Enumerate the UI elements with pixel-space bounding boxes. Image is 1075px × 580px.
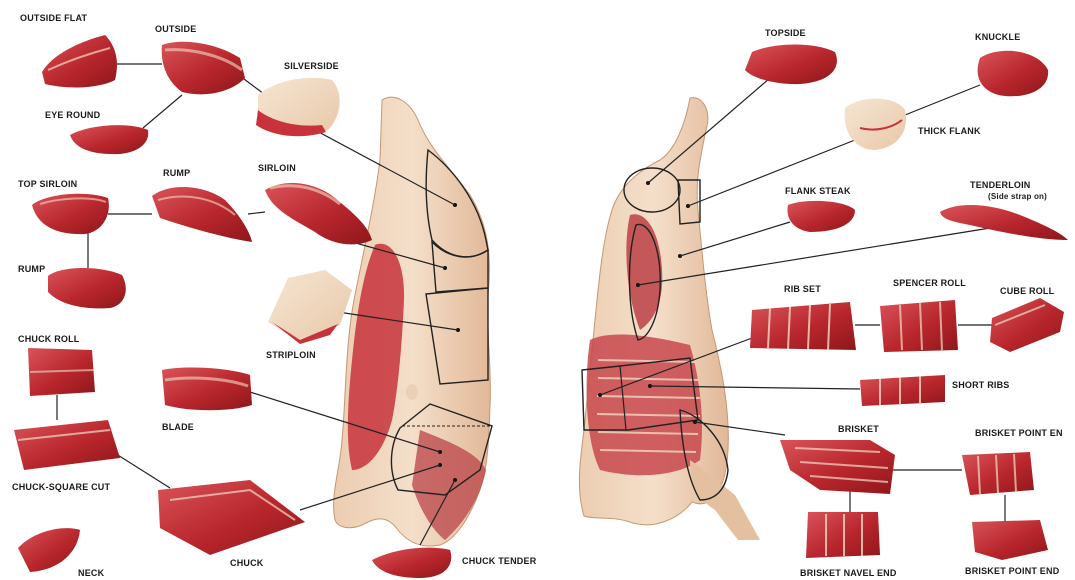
label-chuck-tender: CHUCK TENDER bbox=[462, 556, 536, 567]
label-cube-roll: CUBE ROLL bbox=[1000, 286, 1054, 297]
label-top-sirloin: TOP SIRLOIN bbox=[18, 179, 77, 190]
cut-striploin bbox=[268, 270, 352, 344]
label-chuck-square-cut: CHUCK-SQUARE CUT bbox=[12, 482, 110, 493]
label-outside: OUTSIDE bbox=[155, 24, 196, 35]
label-short-ribs: SHORT RIBS bbox=[952, 380, 1010, 391]
cut-blade bbox=[162, 368, 252, 411]
label-rib-set: RIB SET bbox=[784, 284, 821, 295]
cut-chuck-roll bbox=[28, 348, 95, 396]
cut-brisket-point-end bbox=[972, 520, 1048, 560]
cut-topside bbox=[745, 45, 837, 85]
cut-knuckle bbox=[978, 51, 1049, 96]
label-striploin: STRIPLOIN bbox=[266, 350, 316, 361]
label-chuck: CHUCK bbox=[230, 558, 264, 569]
cut-chuck-square-cut bbox=[14, 420, 120, 470]
label-brisket-navel-end: BRISKET NAVEL END bbox=[800, 568, 897, 579]
cut-brisket-point-en bbox=[962, 452, 1034, 495]
label-brisket: BRISKET bbox=[838, 424, 879, 435]
cut-sirloin bbox=[265, 183, 372, 244]
cut-flank-steak bbox=[787, 201, 855, 232]
cut-neck bbox=[18, 528, 80, 572]
cut-outside bbox=[162, 42, 245, 95]
cut-thick-flank bbox=[845, 98, 907, 150]
label-thick-flank: THICK FLANK bbox=[918, 126, 981, 137]
cut-outside-flat bbox=[42, 35, 117, 87]
label-knuckle: KNUCKLE bbox=[975, 32, 1020, 43]
cut-rump-top bbox=[152, 187, 252, 242]
cut-brisket bbox=[780, 440, 895, 494]
label-rump-top: RUMP bbox=[163, 168, 190, 179]
cut-chuck bbox=[158, 480, 305, 555]
label-chuck-roll: CHUCK ROLL bbox=[18, 334, 80, 345]
label-tenderloin-note: (Side strap on) bbox=[988, 191, 1047, 202]
label-spencer-roll: SPENCER ROLL bbox=[893, 278, 966, 289]
label-rump-left: RUMP bbox=[18, 264, 45, 275]
label-topside: TOPSIDE bbox=[765, 28, 806, 39]
cut-brisket-navel-end bbox=[806, 512, 880, 558]
cut-short-ribs bbox=[860, 375, 945, 406]
cut-spencer-roll bbox=[880, 300, 958, 352]
label-eye-round: EYE ROUND bbox=[45, 110, 100, 121]
cut-chuck-tender bbox=[372, 548, 451, 578]
cut-rib-set bbox=[750, 302, 856, 350]
label-brisket-point-en: BRISKET POINT EN bbox=[975, 428, 1063, 439]
label-neck: NECK bbox=[78, 568, 104, 579]
label-tenderloin-text: TENDERLOIN bbox=[970, 180, 1031, 190]
label-flank-steak: FLANK STEAK bbox=[785, 186, 851, 197]
cut-rump-left bbox=[48, 268, 126, 308]
label-blade: BLADE bbox=[162, 422, 194, 433]
left-carcass-joint bbox=[406, 384, 418, 400]
cut-cube-roll bbox=[990, 298, 1064, 352]
cut-tenderloin bbox=[940, 205, 1068, 240]
label-brisket-point-end: BRISKET POINT END bbox=[965, 566, 1059, 577]
left-carcass bbox=[334, 97, 492, 546]
label-silverside: SILVERSIDE bbox=[284, 61, 339, 72]
label-outside-flat: OUTSIDE FLAT bbox=[20, 13, 87, 24]
cut-silverside bbox=[256, 78, 340, 137]
cut-top-sirloin bbox=[32, 194, 109, 234]
cut-eye-round bbox=[70, 125, 148, 154]
label-sirloin: SIRLOIN bbox=[258, 163, 296, 174]
label-tenderloin: TENDERLOIN (Side strap on) bbox=[970, 180, 1047, 202]
